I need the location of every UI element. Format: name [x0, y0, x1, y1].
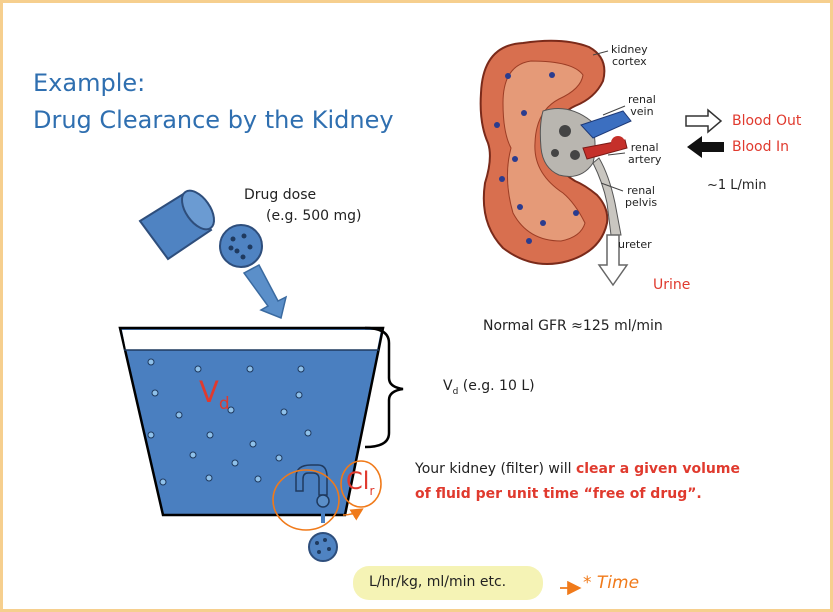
blood-in-label: Blood In	[732, 139, 789, 155]
pill-bottle-icon	[140, 185, 220, 259]
kidney-illustration	[481, 41, 631, 264]
drug-dose-tablet-icon	[220, 225, 262, 267]
clearance-symbol: Clr	[346, 467, 374, 498]
drug-dose-amount: (e.g. 500 mg)	[266, 208, 361, 224]
down-arrow-icon	[244, 265, 286, 318]
units-label: L/hr/kg, ml/min etc.	[369, 574, 506, 590]
gfr-label: Normal GFR ≈125 ml/min	[483, 318, 663, 334]
blood-out-arrow-icon	[686, 110, 721, 132]
label-renal-vein: renal vein	[628, 94, 656, 118]
blood-flow-rate: ~1 L/min	[707, 178, 766, 193]
bucket-container	[120, 328, 383, 515]
blood-out-label: Blood Out	[732, 113, 801, 129]
filter-text-line2: of fluid per unit time “free of drug”.	[415, 486, 702, 502]
time-annotation: * Time	[583, 573, 639, 593]
blood-in-arrow-icon	[687, 136, 724, 158]
label-renal-pelvis: renal pelvis	[625, 185, 657, 209]
urine-label: Urine	[653, 277, 690, 293]
filter-text-emphasis: clear a given volume	[576, 461, 740, 477]
label-renal-artery: renal artery	[628, 142, 661, 166]
filter-text-line1: Your kidney (filter) will clear a given …	[415, 461, 740, 477]
diagram-graphics	[3, 3, 833, 612]
vd-symbol: Vd	[199, 375, 230, 414]
label-kidney-cortex: kidney cortex	[611, 44, 648, 68]
filter-text-prefix: Your kidney (filter) will	[415, 461, 576, 477]
vd-label: Vd (e.g. 10 L)	[443, 378, 535, 397]
drug-dose-label: Drug dose	[244, 187, 316, 203]
label-ureter: ureter	[618, 238, 652, 251]
